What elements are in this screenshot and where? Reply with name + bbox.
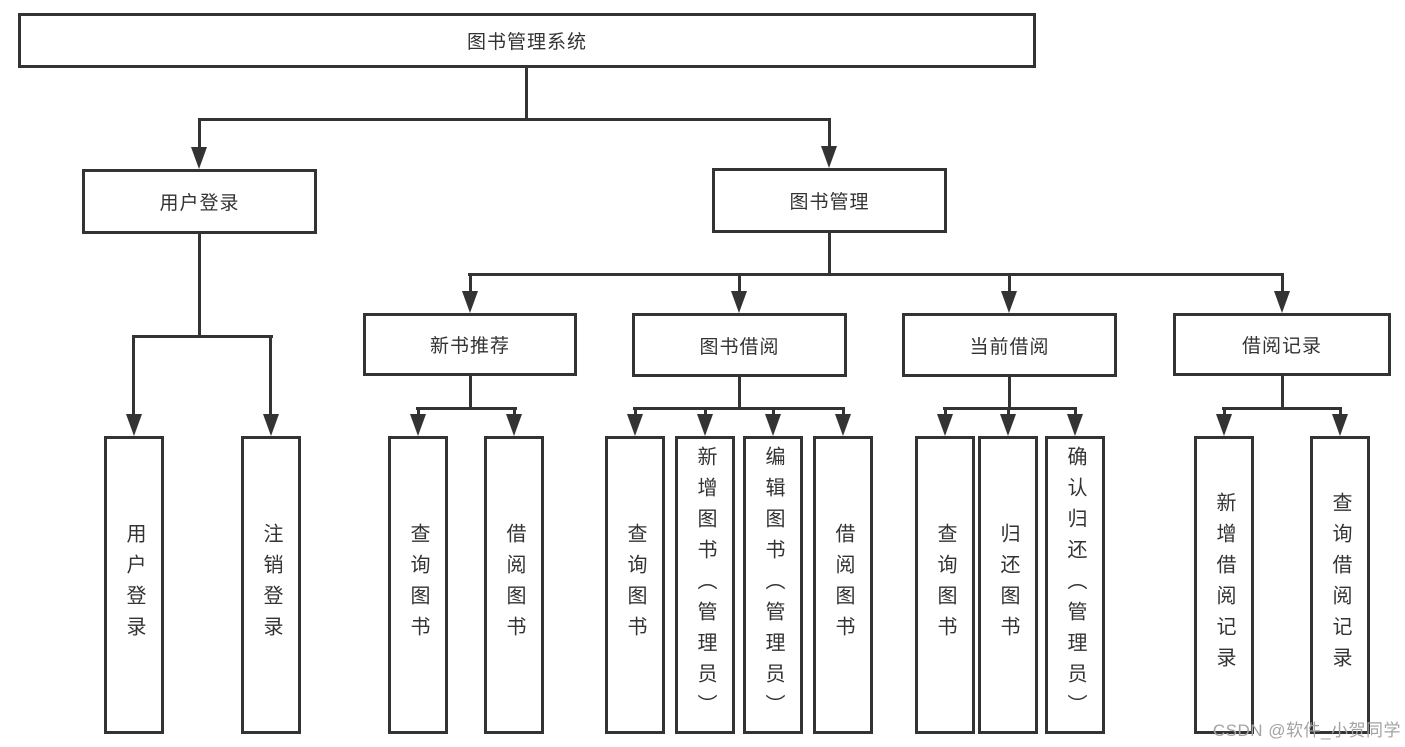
arrowhead-down-icon	[765, 414, 781, 436]
node-new-book-recommend-label: 新书推荐	[429, 336, 510, 357]
connector-line	[634, 407, 637, 417]
connector-line	[944, 407, 947, 417]
connector-line	[1222, 407, 1342, 410]
leaf-borrow-edit-books-admin: 编辑图书（管理员）	[743, 436, 803, 734]
connector-line	[828, 118, 831, 148]
leaf-user-login: 用户登录	[104, 436, 164, 734]
arrowhead-down-icon	[627, 414, 643, 436]
connector-line	[198, 118, 201, 148]
connector-line	[198, 118, 831, 121]
connector-line	[842, 407, 845, 417]
arrowhead-down-icon	[410, 414, 426, 436]
leaf-records-query-record-label: 查询借阅记录	[1329, 492, 1351, 678]
leaf-logout-login: 注销登录	[241, 436, 301, 734]
leaf-borrow-add-books-admin: 新增图书（管理员）	[675, 436, 735, 734]
connector-line	[943, 407, 1077, 410]
arrowhead-down-icon	[506, 414, 522, 436]
connector-line	[469, 273, 472, 293]
node-user-login: 用户登录	[82, 169, 317, 234]
leaf-user-login-label: 用户登录	[123, 523, 145, 647]
leaf-current-confirm-return-admin: 确认归还（管理员）	[1045, 436, 1105, 734]
arrowhead-down-icon	[1067, 414, 1083, 436]
connector-line	[1074, 407, 1077, 417]
arrowhead-down-icon	[835, 414, 851, 436]
connector-line	[1339, 407, 1342, 417]
leaf-current-query-books-label: 查询图书	[934, 523, 956, 647]
leaf-recommend-borrow-books: 借阅图书	[484, 436, 544, 734]
arrowhead-down-icon	[126, 414, 142, 436]
node-borrow-records-label: 借阅记录	[1241, 336, 1322, 357]
connector-line	[828, 233, 831, 273]
leaf-current-return-books-label: 归还图书	[997, 523, 1019, 647]
connector-line	[1223, 407, 1226, 417]
connector-line	[513, 407, 516, 417]
arrowhead-down-icon	[821, 146, 837, 168]
node-borrow-records: 借阅记录	[1173, 313, 1391, 376]
node-user-login-label: 用户登录	[159, 193, 240, 214]
arrowhead-down-icon	[731, 291, 747, 313]
connector-line	[1008, 273, 1011, 293]
node-root: 图书管理系统	[18, 13, 1036, 68]
arrowhead-down-icon	[1216, 414, 1232, 436]
node-root-label: 图书管理系统	[466, 32, 587, 53]
connector-line	[1007, 407, 1010, 417]
node-new-book-recommend: 新书推荐	[363, 313, 577, 376]
connector-line	[738, 273, 741, 293]
connector-line	[132, 335, 135, 415]
connector-line	[772, 407, 775, 417]
leaf-borrow-borrow-books-label: 借阅图书	[832, 523, 854, 647]
leaf-borrow-query-books-label: 查询图书	[624, 523, 646, 647]
arrowhead-down-icon	[1274, 291, 1290, 313]
leaf-logout-login-label: 注销登录	[260, 523, 282, 647]
leaf-recommend-query-books: 查询图书	[388, 436, 448, 734]
arrowhead-down-icon	[1332, 414, 1348, 436]
leaf-borrow-query-books: 查询图书	[605, 436, 665, 734]
connector-line	[1008, 377, 1011, 407]
node-current-borrow: 当前借阅	[902, 313, 1117, 377]
arrowhead-down-icon	[697, 414, 713, 436]
arrowhead-down-icon	[191, 147, 207, 169]
connector-line	[1281, 273, 1284, 293]
leaf-borrow-add-books-admin-label: 新增图书（管理员）	[694, 445, 716, 725]
connector-line	[633, 407, 845, 410]
connector-line	[525, 68, 528, 118]
connector-line	[1281, 376, 1284, 407]
connector-line	[469, 376, 472, 407]
connector-line	[468, 273, 1284, 276]
leaf-records-add-record-label: 新增借阅记录	[1213, 492, 1235, 678]
leaf-records-add-record: 新增借阅记录	[1194, 436, 1254, 734]
connector-line	[738, 377, 741, 407]
node-book-management: 图书管理	[712, 168, 947, 233]
arrowhead-down-icon	[937, 414, 953, 436]
leaf-borrow-edit-books-admin-label: 编辑图书（管理员）	[762, 445, 784, 725]
arrowhead-down-icon	[263, 414, 279, 436]
arrowhead-down-icon	[462, 291, 478, 313]
leaf-records-query-record: 查询借阅记录	[1310, 436, 1370, 734]
leaf-recommend-borrow-books-label: 借阅图书	[503, 523, 525, 647]
leaf-current-confirm-return-admin-label: 确认归还（管理员）	[1064, 445, 1086, 725]
connector-line	[132, 335, 273, 338]
leaf-borrow-borrow-books: 借阅图书	[813, 436, 873, 734]
node-book-borrow: 图书借阅	[632, 313, 847, 377]
connector-line	[198, 234, 201, 335]
connector-line	[417, 407, 420, 417]
arrowhead-down-icon	[1001, 291, 1017, 313]
connector-line	[704, 407, 707, 417]
leaf-current-query-books: 查询图书	[915, 436, 975, 734]
connector-line	[269, 335, 272, 415]
leaf-current-return-books: 归还图书	[978, 436, 1038, 734]
node-book-borrow-label: 图书借阅	[699, 336, 780, 358]
arrowhead-down-icon	[1000, 414, 1016, 436]
node-current-borrow-label: 当前借阅	[969, 336, 1050, 358]
node-book-management-label: 图书管理	[789, 192, 870, 213]
connector-line	[416, 407, 517, 410]
watermark: CSDN @软件_小贺同学	[1212, 721, 1401, 740]
leaf-recommend-query-books-label: 查询图书	[407, 523, 429, 647]
